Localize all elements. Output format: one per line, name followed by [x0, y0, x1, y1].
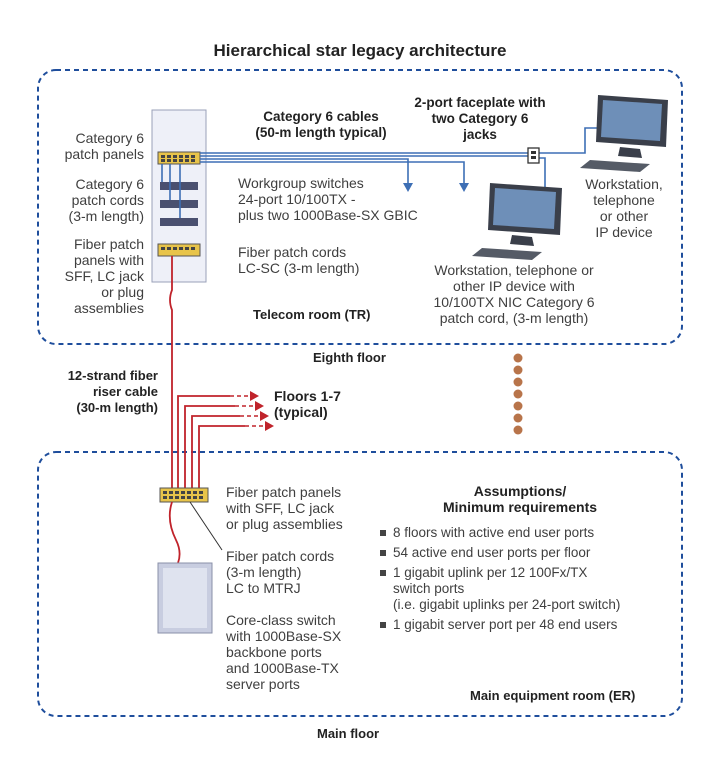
- assumption-item: 8 floors with active end user ports: [380, 525, 690, 541]
- arrow-down: [459, 183, 469, 192]
- arrow-right: [260, 411, 269, 421]
- assumption-item: 1 gigabit server port per 48 end users: [380, 617, 690, 633]
- workstation-right-icon: [580, 95, 668, 172]
- workgroup-switch: [160, 182, 198, 190]
- fiber-patch-cords-label: Fiber patch cords LC-SC (3-m length): [238, 244, 360, 276]
- assumption-item: 54 active end user ports per floor: [380, 545, 690, 561]
- workstation-center-icon: [472, 183, 562, 260]
- core-switch-label: Core-class switch with 1000Base-SX backb…: [226, 612, 342, 692]
- workstation-center-label: Workstation, telephone or other IP devic…: [433, 262, 595, 326]
- telecom-room-label: Telecom room (TR): [253, 307, 371, 322]
- er-fiber-cords-label: Fiber patch cords (3-m length) LC to MTR…: [226, 548, 335, 596]
- assumptions-heading: Assumptions/ Minimum requirements: [442, 483, 598, 515]
- diagram-title: Hierarchical star legacy architecture: [213, 41, 507, 60]
- workgroup-switches-label: Workgroup switches 24-port 10/100TX - pl…: [238, 175, 418, 223]
- cat6-patch-panels-label: Category 6 patch panels: [64, 130, 144, 162]
- workgroup-switch: [160, 200, 198, 208]
- main-floor-region: [37, 451, 683, 717]
- eighth-floor-region: [37, 69, 683, 345]
- continuation-dots: [513, 353, 523, 435]
- arrow-down: [403, 183, 413, 192]
- assumption-item: 1 gigabit uplink per 12 100Fx/TX switch …: [380, 565, 690, 613]
- main-equipment-room-label: Main equipment room (ER): [470, 688, 636, 703]
- eighth-floor-label: Eighth floor: [313, 350, 386, 365]
- er-fiber-patch-panel: [159, 487, 209, 503]
- floors-typical-label: Floors 1-7 (typical): [274, 388, 341, 420]
- er-fiber-panels-label: Fiber patch panels with SFF, LC jack or …: [226, 484, 343, 532]
- assumptions-list: 8 floors with active end user ports 54 a…: [380, 525, 690, 637]
- fiber-patch-panels-label: Fiber patch panels with SFF, LC jack or …: [64, 236, 144, 316]
- arrow-right: [265, 421, 274, 431]
- arrow-right: [250, 391, 259, 401]
- faceplate: [527, 147, 540, 164]
- workgroup-switch: [160, 218, 198, 226]
- cat6-patch-cords-label: Category 6 patch cords (3-m length): [68, 176, 144, 224]
- cat6-cables-label: Category 6 cables (50-m length typical): [255, 109, 387, 140]
- faceplate-label: 2-port faceplate with two Category 6 jac…: [414, 95, 546, 142]
- riser-cable-label: 12-strand fiber riser cable (30-m length…: [67, 368, 158, 415]
- arrow-right: [255, 401, 264, 411]
- workstation-right-label: Workstation, telephone or other IP devic…: [585, 176, 663, 240]
- main-floor-label: Main floor: [317, 726, 380, 741]
